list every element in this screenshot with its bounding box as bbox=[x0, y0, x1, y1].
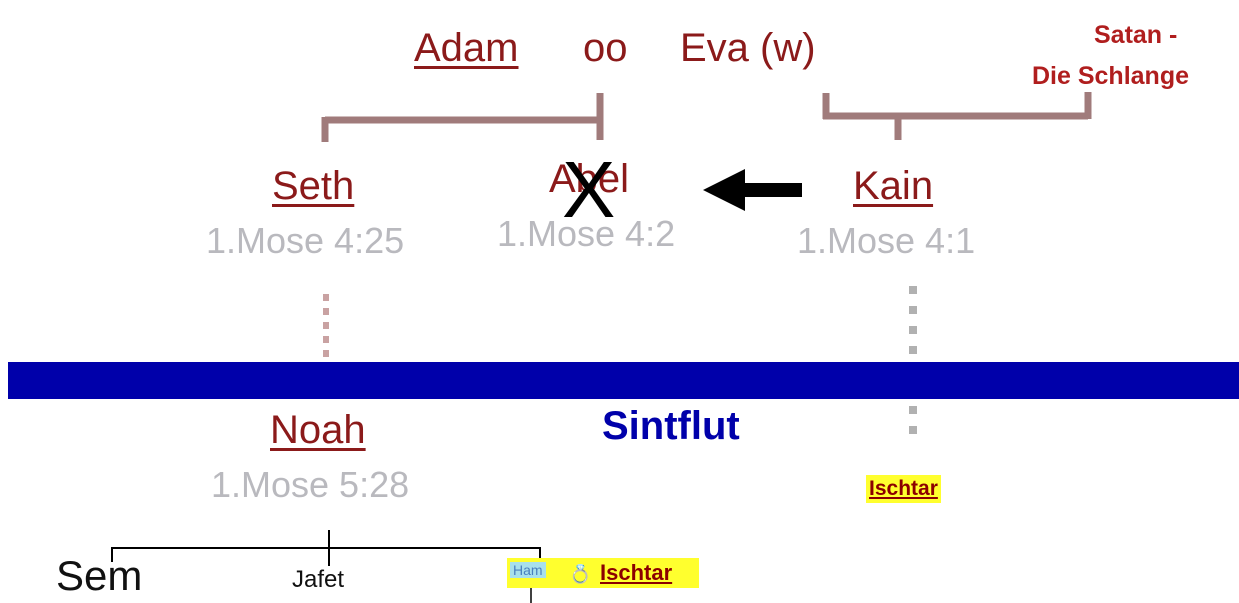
kain-reference: 1.Mose 4:1 bbox=[797, 220, 976, 261]
marriage-symbol: oo bbox=[583, 26, 628, 70]
flood-label: Sintflut bbox=[602, 404, 740, 448]
abel-cross-mark: X bbox=[562, 145, 616, 234]
ischtar-kain-label: Ischtar bbox=[866, 475, 941, 503]
wedding-rings-icon: 💍 bbox=[569, 564, 592, 584]
noah-reference: 1.Mose 5:28 bbox=[211, 464, 410, 505]
flood-bar bbox=[8, 362, 1239, 399]
satan-label: Satan - Die Schlange bbox=[1032, 15, 1189, 97]
seth-reference: 1.Mose 4:25 bbox=[206, 220, 405, 261]
jafet-label: Jafet bbox=[292, 566, 345, 593]
satan-line-2: Die Schlange bbox=[1032, 62, 1189, 90]
adam-label: Adam bbox=[414, 26, 519, 70]
satan-line-1: Satan - bbox=[1094, 21, 1178, 49]
noah-name: Noah bbox=[270, 408, 366, 452]
seth-name: Seth bbox=[272, 164, 355, 208]
ham-label: Ham bbox=[510, 562, 546, 578]
abel-name: Abel bbox=[549, 157, 630, 201]
arrow-left-icon bbox=[703, 169, 802, 211]
eva-label: Eva (w) bbox=[680, 26, 816, 70]
ischtar-ham-label: Ischtar bbox=[600, 560, 673, 585]
sem-label: Sem bbox=[56, 552, 143, 599]
kain-name: Kain bbox=[853, 164, 934, 208]
abel-reference: 1.Mose 4:2 bbox=[497, 213, 676, 254]
